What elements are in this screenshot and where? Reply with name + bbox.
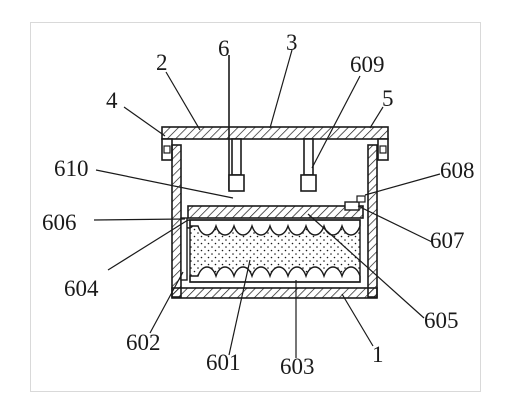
label-601: 601 [206,350,241,375]
top-lid [161,126,389,140]
label-3: 3 [286,30,298,55]
inner-side-plate [180,217,188,281]
label-1: 1 [372,342,384,367]
right-bracket [377,138,389,161]
label-602: 602 [126,330,161,355]
label-604: 604 [64,276,99,301]
label-609: 609 [350,52,385,77]
label-4: 4 [106,88,118,113]
label-2: 2 [156,50,168,75]
label-607: 607 [430,228,465,253]
rod-left [228,55,245,192]
leader-lines [93,49,441,358]
wavy-chamber [189,219,361,283]
label-606: 606 [42,210,77,235]
figure-frame [30,22,481,392]
label-5: 5 [382,86,394,111]
label-608: 608 [440,158,475,183]
label-610: 610 [54,156,89,181]
label-603: 603 [280,354,315,379]
label-6: 6 [218,36,230,61]
press-plate [187,205,364,219]
left-bracket [161,138,173,161]
label-605: 605 [424,308,459,333]
rod-right [300,138,317,192]
